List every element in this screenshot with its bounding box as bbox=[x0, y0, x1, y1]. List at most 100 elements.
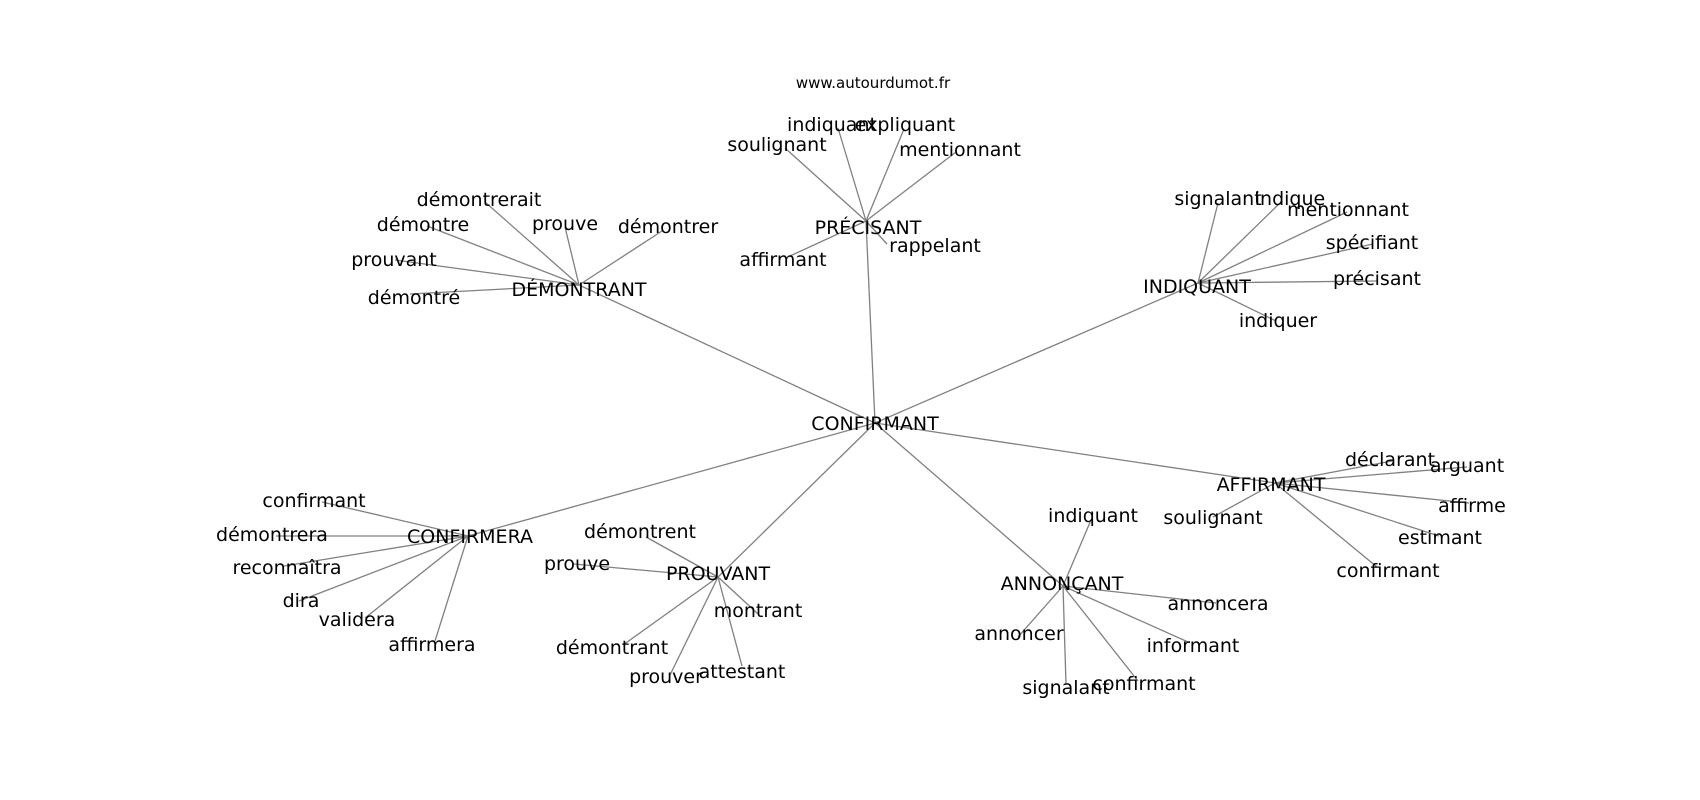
edge-hub-1-leaf-5 bbox=[409, 284, 580, 295]
edge-center-to-hub-0 bbox=[865, 220, 876, 424]
leaf-node-label: expliquant bbox=[855, 114, 955, 136]
edge-hub-3-leaf-1 bbox=[1274, 466, 1468, 484]
edge-center-to-hub-5 bbox=[717, 422, 876, 578]
edge-hub-5-leaf-3 bbox=[622, 576, 719, 646]
edge-hub-4-leaf-1 bbox=[1062, 585, 1217, 604]
hub-node-label: INDIQUANT bbox=[1143, 276, 1251, 298]
edge-hub-3-leaf-2 bbox=[1212, 482, 1276, 518]
hub-node-label: PRÉCISANT bbox=[815, 216, 922, 239]
edge-hub-2-leaf-2 bbox=[1197, 211, 1348, 284]
leaf-node-label: validera bbox=[319, 609, 396, 631]
leaf-node-label: prouve bbox=[544, 553, 610, 575]
edge-hub-1-leaf-4 bbox=[394, 259, 580, 286]
leaf-node-label: confirmant bbox=[1336, 560, 1439, 582]
leaf-node-label: informant bbox=[1147, 635, 1240, 657]
edge-hub-4-leaf-4 bbox=[1062, 585, 1067, 685]
leaf-node-label: démontrant bbox=[556, 637, 668, 659]
edge-hub-1-leaf-3 bbox=[578, 230, 663, 286]
hub-node-label: ANNONÇANT bbox=[1001, 573, 1124, 595]
edge-hub-0-leaf-5 bbox=[865, 220, 888, 245]
leaf-node-label: démontrera bbox=[216, 524, 328, 546]
edge-hub-6-leaf-5 bbox=[434, 535, 469, 642]
leaf-node-label: démontré bbox=[368, 287, 460, 309]
edge-hub-0-leaf-3 bbox=[865, 151, 957, 222]
edge-hub-2-leaf-5 bbox=[1197, 282, 1277, 322]
leaf-node-label: démontrerait bbox=[417, 189, 542, 211]
edge-hub-5-leaf-0 bbox=[645, 536, 719, 578]
leaf-node-label: indique bbox=[1255, 188, 1325, 210]
site-watermark: www.autourdumot.fr bbox=[796, 74, 951, 92]
leaf-node-label: soulignant bbox=[1163, 507, 1262, 529]
leaf-node-label: prouvant bbox=[351, 249, 437, 271]
leaf-node-label: prouve bbox=[532, 213, 598, 235]
leaf-node-label: arguant bbox=[1430, 455, 1504, 477]
leaf-node-label: déclarant bbox=[1345, 449, 1435, 471]
leaf-node-label: affirmant bbox=[739, 249, 826, 271]
edge-hub-6-leaf-3 bbox=[298, 535, 469, 602]
graph-edges bbox=[276, 127, 1470, 685]
leaf-node-label: signalant bbox=[1022, 677, 1109, 699]
leaf-node-label: indiquer bbox=[1239, 310, 1317, 332]
edge-hub-2-leaf-4 bbox=[1197, 280, 1379, 284]
leaf-node-label: démontrent bbox=[584, 521, 696, 543]
leaf-node-label: estimant bbox=[1398, 527, 1482, 549]
leaf-node-label: montrant bbox=[714, 600, 803, 622]
leaf-node-label: affirmera bbox=[388, 634, 475, 656]
leaf-node-label: démontre bbox=[377, 214, 469, 236]
leaf-node-label: dira bbox=[283, 590, 320, 612]
center-node-label: CONFIRMANT bbox=[811, 413, 939, 435]
edge-hub-2-leaf-1 bbox=[1197, 201, 1282, 284]
edge-hub-4-leaf-5 bbox=[1062, 585, 1139, 682]
hub-node-label: DÉMONTRANT bbox=[511, 278, 646, 301]
edge-hub-3-leaf-0 bbox=[1274, 460, 1393, 484]
edge-hub-4-leaf-3 bbox=[1062, 585, 1189, 643]
leaf-node-label: indiquant bbox=[787, 114, 877, 136]
edge-hub-6-leaf-4 bbox=[364, 535, 469, 619]
leaf-node-label: attestant bbox=[699, 661, 786, 683]
edge-center-to-hub-6 bbox=[467, 422, 876, 537]
edge-hub-0-leaf-4 bbox=[789, 220, 867, 257]
edge-hub-0-leaf-1 bbox=[865, 128, 905, 222]
leaf-node-label: reconnaîtra bbox=[232, 557, 341, 579]
leaf-node-label: démontrer bbox=[618, 216, 718, 238]
leaf-node-label: indiquant bbox=[1048, 505, 1138, 527]
edge-center-to-hub-1 bbox=[578, 284, 876, 424]
edge-hub-5-leaf-5 bbox=[717, 576, 743, 667]
graph-labels: www.autourdumot.fr CONFIRMANT indiquante… bbox=[216, 74, 1506, 699]
leaf-node-label: affirme bbox=[1438, 495, 1506, 517]
leaf-node-label: prouver bbox=[629, 666, 703, 688]
edge-hub-3-leaf-3 bbox=[1274, 482, 1470, 504]
edge-hub-4-leaf-2 bbox=[1017, 585, 1064, 638]
edge-hub-1-leaf-0 bbox=[484, 201, 580, 286]
leaf-node-label: annoncera bbox=[1168, 593, 1269, 615]
edge-hub-2-leaf-3 bbox=[1197, 243, 1374, 284]
leaf-node-label: mentionnant bbox=[1287, 199, 1409, 221]
edge-hub-5-leaf-2 bbox=[717, 576, 759, 615]
leaf-node-label: annoncer bbox=[974, 623, 1064, 645]
edge-hub-4-leaf-0 bbox=[1062, 519, 1092, 587]
leaf-node-label: confirmant bbox=[262, 490, 365, 512]
edge-hub-2-leaf-0 bbox=[1197, 202, 1219, 284]
leaf-node-label: rappelant bbox=[889, 235, 981, 257]
hub-node-label: PROUVANT bbox=[666, 563, 771, 585]
edge-center-to-hub-4 bbox=[874, 422, 1064, 587]
leaf-node-label: spécifiant bbox=[1326, 232, 1418, 254]
leaf-node-label: signalant bbox=[1174, 188, 1261, 210]
leaf-node-label: soulignant bbox=[727, 134, 826, 156]
edge-hub-6-leaf-2 bbox=[283, 535, 469, 567]
edge-hub-5-leaf-1 bbox=[573, 563, 719, 578]
edge-hub-0-leaf-0 bbox=[837, 127, 867, 222]
edge-hub-5-leaf-4 bbox=[669, 576, 719, 676]
edge-hub-6-leaf-0 bbox=[321, 501, 469, 537]
edge-hub-1-leaf-1 bbox=[426, 225, 580, 286]
hub-node-label: CONFIRMERA bbox=[407, 526, 533, 548]
leaf-node-label: précisant bbox=[1333, 268, 1421, 290]
leaf-node-label: mentionnant bbox=[899, 139, 1021, 161]
edge-hub-3-leaf-5 bbox=[1274, 482, 1378, 568]
edge-hub-0-leaf-2 bbox=[784, 147, 867, 222]
hub-node-label: AFFIRMANT bbox=[1217, 474, 1326, 496]
edge-hub-1-leaf-2 bbox=[564, 226, 580, 286]
edge-center-to-hub-2 bbox=[874, 282, 1199, 424]
edge-hub-3-leaf-4 bbox=[1274, 482, 1440, 537]
